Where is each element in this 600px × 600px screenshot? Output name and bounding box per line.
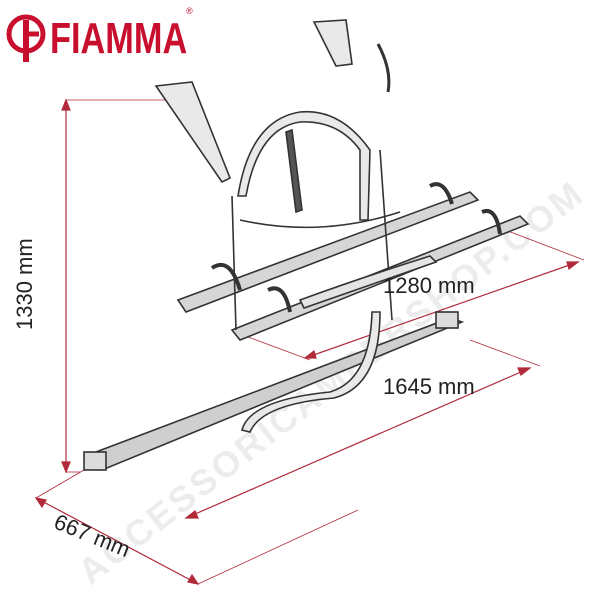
brand-emblem-icon — [6, 14, 46, 62]
overall-width-label: 1645 mm — [383, 374, 475, 399]
rail-length-dimension-line — [304, 261, 579, 359]
brand-name: FIAMMA — [50, 14, 188, 63]
depth-dimension-line — [35, 497, 199, 585]
bike-rack-drawing — [83, 19, 530, 471]
height-label: 1330 mm — [12, 238, 37, 330]
overall-width-dimension-line — [185, 367, 531, 519]
brand-logo: FIAMMA — [6, 8, 226, 70]
rail-length-label: 1280 mm — [383, 273, 475, 298]
registered-mark: ® — [186, 6, 193, 16]
